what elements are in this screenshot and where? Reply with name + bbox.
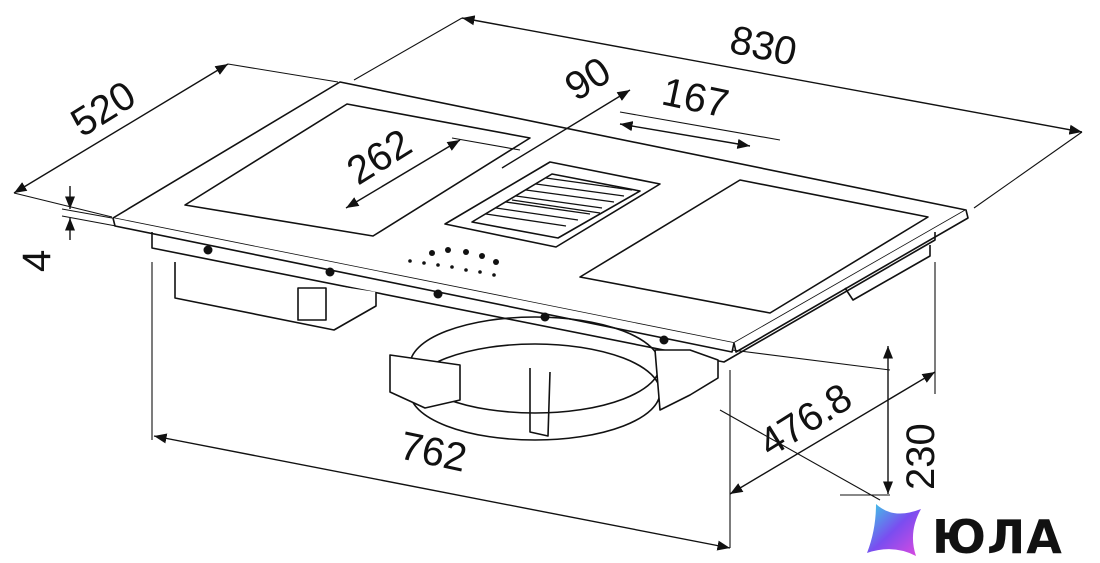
right-cooking-zone	[579, 179, 929, 314]
dim-line-167	[619, 121, 751, 149]
logo-text: ЮЛА	[932, 510, 1063, 563]
glass-front-edge	[112, 209, 969, 353]
fan-outlet-right	[654, 349, 719, 411]
right-module	[844, 245, 931, 301]
dim-label-230: 230	[899, 423, 943, 490]
dim-line-90	[501, 89, 631, 169]
dim-label-90: 90	[557, 49, 618, 110]
underside-frame	[151, 232, 936, 363]
dim-line-476-8	[729, 371, 936, 495]
dim-line-520	[13, 63, 229, 194]
hob-body	[112, 81, 969, 441]
left-module-vent	[297, 287, 327, 321]
dim-label-830: 830	[726, 18, 800, 75]
vent-slats	[485, 177, 633, 227]
logo-star-icon	[867, 504, 921, 556]
dim-label-4: 4	[15, 250, 59, 272]
fan-outlet-left	[389, 354, 461, 409]
watermark-logo: ЮЛА	[867, 504, 1063, 563]
fixing-screws	[203, 245, 669, 345]
dim-label-762: 762	[396, 424, 470, 481]
control-panel	[408, 247, 499, 277]
dimension-lines	[13, 15, 1083, 551]
dim-label-476-8: 476.8	[751, 375, 859, 465]
dim-line-262	[345, 139, 461, 209]
dim-label-520: 520	[63, 73, 143, 146]
dim-line-830	[461, 15, 1083, 135]
vent-grille-frame	[444, 161, 661, 248]
left-cooking-zone	[184, 103, 531, 237]
dim-label-167: 167	[658, 70, 732, 127]
fan-bracket	[529, 368, 551, 437]
dim-line-762	[153, 433, 731, 551]
vent-grille-inner	[471, 173, 641, 239]
